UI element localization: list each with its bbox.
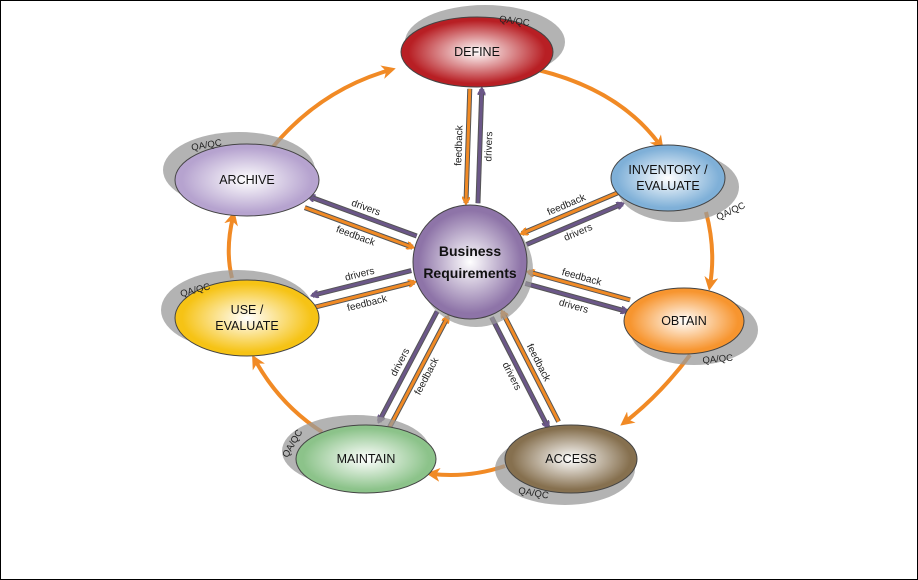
node-obtain[interactable]: OBTAIN QA/QC [623, 287, 758, 367]
node-ellipse [174, 143, 320, 217]
drivers-arrow-define [476, 89, 482, 204]
node-label: DEFINE [454, 45, 500, 59]
drivers-label-define: drivers [483, 131, 495, 161]
cycle-arrow-use-to-archive [224, 211, 238, 279]
cycle-arrow-access-to-maintain [426, 464, 506, 482]
feedback-arrow-inventory [522, 191, 619, 234]
drivers-arrow-obtain [524, 282, 627, 311]
drivers-arrow-inventory [526, 204, 623, 246]
feedback-arrow-use [315, 282, 414, 309]
cycle-arrow-archive-to-define [270, 65, 396, 150]
node-ellipse [504, 424, 638, 494]
cycle-arrow-inventory-to-obtain [704, 211, 719, 291]
node-label: EVALUATE [636, 179, 699, 193]
hub-label: Requirements [423, 265, 517, 281]
drivers-arrow-use [312, 269, 412, 296]
node-label: ACCESS [545, 452, 596, 466]
cycle-arrow-obtain-to-access [620, 353, 692, 426]
feedback-label-define: feedback [453, 124, 465, 166]
node-label: MAINTAIN [337, 452, 396, 466]
qa-qc-label: QA/QC [498, 14, 530, 29]
feedback-arrow-maintain [388, 317, 448, 428]
feedback-arrow-define [466, 88, 472, 203]
feedback-arrow-archive [304, 206, 413, 248]
cycle-arrow-define-to-inventory [537, 68, 664, 150]
cycle-arrow-maintain-to-use [252, 354, 324, 434]
hub-label: Business [439, 243, 501, 259]
node-ellipse [610, 144, 726, 212]
qa-qc-label: QA/QC [702, 353, 734, 367]
node-label: OBTAIN [661, 314, 707, 328]
drivers-arrow-maintain [379, 310, 439, 421]
node-ellipse [400, 16, 554, 88]
node-ellipse [623, 287, 745, 355]
node-access[interactable]: ACCESS QA/QC [495, 424, 638, 505]
feedback-arrow-obtain [528, 272, 631, 302]
node-label: INVENTORY / [628, 163, 708, 177]
drivers-arrow-archive [309, 196, 418, 238]
hub-circle [412, 204, 528, 320]
node-label: ARCHIVE [219, 173, 275, 187]
drivers-arrow-access [490, 316, 548, 427]
feedback-arrow-access [502, 312, 560, 423]
node-archive[interactable]: ARCHIVE QA/QC [163, 132, 320, 217]
node-label: USE / [231, 303, 264, 317]
node-ellipse [295, 424, 437, 494]
qa-qc-label: QA/QC [517, 485, 549, 501]
node-define[interactable]: DEFINE QA/QC [400, 5, 565, 88]
node-ellipse [174, 279, 320, 357]
node-label: EVALUATE [215, 319, 278, 333]
qa-qc-label: QA/QC [191, 137, 223, 153]
